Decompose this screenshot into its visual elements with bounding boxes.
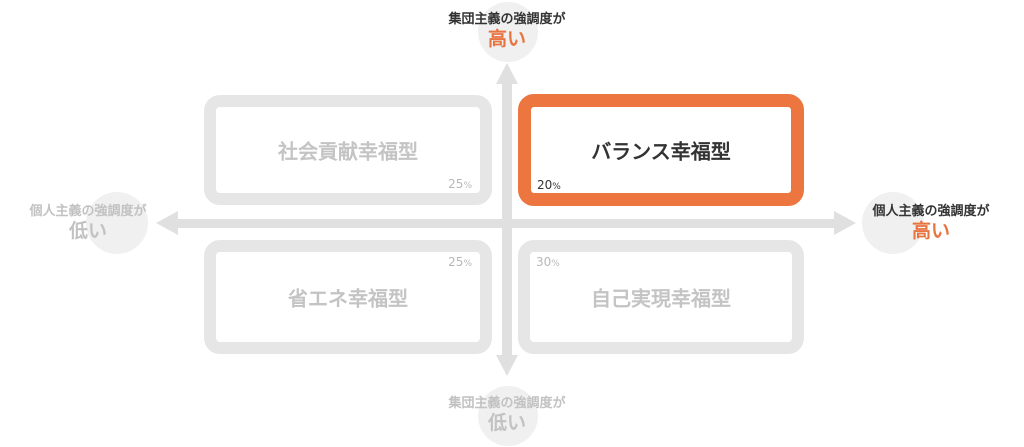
axis-label-bottom: 集団主義の強調度が 低い bbox=[407, 396, 607, 436]
quadrant-percent: 25% bbox=[448, 255, 472, 269]
axis-label-line2: 高い bbox=[487, 28, 526, 51]
quadrant-name: 省エネ幸福型 bbox=[288, 286, 408, 311]
left-axis-circle bbox=[86, 192, 148, 254]
quadrant-energy-saving: 省エネ幸福型 25% bbox=[204, 240, 492, 354]
quadrant-percent: 25% bbox=[448, 177, 472, 191]
axis-label-right: 個人主義の強調度が 高い bbox=[846, 204, 1016, 244]
bottom-axis-circle bbox=[478, 386, 538, 446]
horizontal-axis-line bbox=[176, 219, 836, 228]
left-arrow-head bbox=[156, 211, 178, 235]
axis-label-line1: 集団主義の強調度が bbox=[448, 12, 566, 27]
quadrant-name: 社会貢献幸福型 bbox=[278, 139, 418, 164]
quadrant-name: バランス幸福型 bbox=[591, 139, 731, 164]
quadrant-self-actualization: 自己実現幸福型 30% bbox=[518, 240, 804, 354]
right-axis-circle bbox=[862, 192, 924, 254]
axis-label-line2: 低い bbox=[487, 412, 526, 435]
axis-label-top: 集団主義の強調度が 高い bbox=[407, 12, 607, 52]
quadrant-social-contribution: 社会貢献幸福型 25% bbox=[204, 95, 492, 205]
quadrant-percent: 20% bbox=[537, 178, 561, 192]
quadrant-percent: 30% bbox=[536, 255, 560, 269]
axis-label-line1: 個人主義の強調度が bbox=[29, 204, 147, 219]
up-arrow-head bbox=[496, 63, 518, 84]
axis-label-left: 個人主義の強調度が 低い bbox=[4, 204, 172, 244]
quadrant-name: 自己実現幸福型 bbox=[591, 286, 731, 311]
axis-label-line2: 低い bbox=[68, 220, 107, 243]
axis-label-line1: 個人主義の強調度が bbox=[872, 204, 990, 219]
down-arrow-head bbox=[496, 355, 518, 376]
axis-label-line1: 集団主義の強調度が bbox=[448, 396, 566, 411]
quadrant-balance: バランス幸福型 20% bbox=[518, 94, 804, 206]
top-axis-circle bbox=[478, 2, 538, 62]
axis-label-line2: 高い bbox=[911, 220, 950, 243]
right-arrow-head bbox=[834, 211, 856, 235]
